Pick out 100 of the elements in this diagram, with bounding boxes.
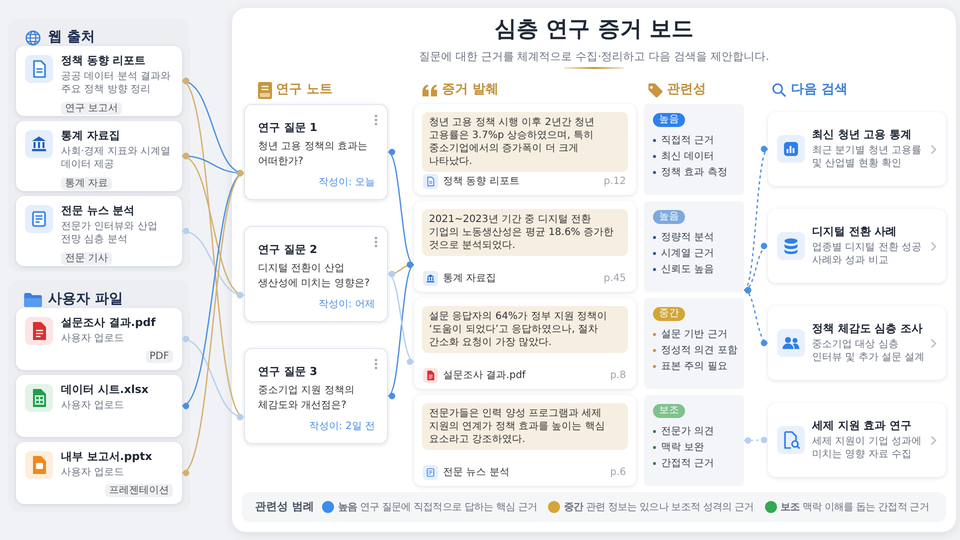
evidence-card <box>414 395 636 486</box>
search-title: 정책 체감도 심층 조사 <box>812 322 922 336</box>
page-number: p.6 <box>610 466 626 479</box>
bullet-item: 표본 주의 필요 <box>652 359 728 374</box>
group-panel <box>8 18 190 272</box>
category-tag: 전문 기사 <box>61 252 112 265</box>
search-card <box>768 112 946 186</box>
connector <box>182 336 244 420</box>
bullet-item: 최신 데이터 <box>652 149 714 164</box>
relevance-band <box>644 395 744 486</box>
file-card <box>16 308 182 370</box>
connector <box>388 272 414 363</box>
question-text: 디지털 전환이 산업 생산성에 미치는 영향은? <box>258 262 371 291</box>
evidence-card <box>414 201 636 292</box>
search-card <box>768 306 946 380</box>
upload-note: 사용자 업로드 <box>61 399 124 412</box>
subtitle: 질문에 대한 근거를 체계적으로 수집·정리하고 다음 검색을 제안합니다. <box>418 50 770 64</box>
file-name: 데이터 시트.xlsx <box>61 383 149 397</box>
category-tag: 통계 자료 <box>61 177 112 190</box>
connector <box>388 264 414 397</box>
source-card <box>16 121 182 191</box>
dashed-connector <box>744 436 768 444</box>
search-description: 중소기업 대상 심층 인터뷰 및 추가 설문 설계 <box>812 338 926 364</box>
legend-text: 중간 관련 정보는 있으나 보조적 성격의 근거 <box>564 500 754 514</box>
connector <box>182 172 244 474</box>
group-heading: 사용자 파일 <box>48 290 123 308</box>
source-name: 통계 자료집 <box>443 272 496 285</box>
dashed-connector <box>744 148 768 291</box>
question-text: 중소기업 지원 정책의 체감도와 개선점은? <box>258 384 356 413</box>
question-card <box>244 226 388 322</box>
question-card <box>244 104 388 200</box>
question-title: 연구 질문 1 <box>258 121 318 135</box>
bullet-item: 직접적 근거 <box>652 133 714 148</box>
group-panel <box>8 280 190 512</box>
question-title: 연구 질문 2 <box>258 243 318 257</box>
source-title: 정책 동향 리포트 <box>61 54 146 68</box>
relevance-band <box>644 104 744 195</box>
evidence-card <box>414 104 636 195</box>
quote-text: 설문 응답자의 64%가 정부 지원 정책이 ‘도움이 되었다’고 응답하였으나, 절차 간소화 요청이 가장 많았다. <box>422 306 628 353</box>
column-heading: 연구 노트 <box>276 81 333 99</box>
bullet-item: 정량적 분석 <box>652 230 714 245</box>
author-note: 작성이: 오늘 <box>318 176 375 189</box>
file-name: 설문조사 결과.pdf <box>61 316 156 330</box>
author-note: 작성이: 2일 전 <box>308 420 375 433</box>
relevance-tag: 높음 <box>653 113 685 127</box>
source-card <box>16 46 182 116</box>
category-tag: 연구 보고서 <box>61 102 122 115</box>
board-title: 심층 연구 증거 보드 <box>494 16 694 44</box>
quote-text: 청년 고용 정책 시행 이후 2년간 청년 고용률은 3.7%p 상승하였으며, 특히 중소기업에서의 증가폭이 더 크게 나타났다. <box>422 112 628 172</box>
search-description: 세제 지원이 기업 성과에 미치는 영향 자료 수집 <box>812 435 923 461</box>
legend-title: 관련성 범례 <box>255 500 314 514</box>
file-name: 내부 보고서.pptx <box>61 450 152 464</box>
group-heading: 웹 출처 <box>48 28 95 46</box>
source-name: 정책 동향 리포트 <box>443 175 520 188</box>
source-description: 공공 데이터 분석 결과와 주요 정책 방향 정리 <box>61 70 172 96</box>
page-number: p.8 <box>610 369 626 382</box>
bullet-item: 맥락 보완 <box>652 440 704 455</box>
page-number: p.12 <box>604 175 626 188</box>
relevance-band <box>644 201 744 292</box>
upload-note: 사용자 업로드 <box>61 466 124 479</box>
bullet-item: 설문 기반 근거 <box>652 327 728 342</box>
bullet-item: 정책 효과 측정 <box>652 165 728 180</box>
relevance-band <box>644 298 744 389</box>
legend-text: 보조 맥락 이해를 돕는 간접적 근거 <box>780 500 929 514</box>
question-text: 청년 고용 정책의 효과는 어떠한가? <box>258 140 369 169</box>
bullet-item: 간접적 근거 <box>652 456 714 471</box>
page-number: p.45 <box>604 272 626 285</box>
source-name: 설문조사 결과.pdf <box>443 369 526 382</box>
file-card <box>16 375 182 437</box>
relevance-tag: 높음 <box>653 210 685 224</box>
search-description: 최근 분기별 청년 고용률 및 산업별 현황 확인 <box>812 144 923 170</box>
search-title: 최신 청년 고용 통계 <box>812 128 912 142</box>
search-card <box>768 403 946 477</box>
relevance-tag: 중간 <box>653 307 685 321</box>
question-card <box>244 348 388 444</box>
legend-text: 높음 연구 질문에 직접적으로 답하는 핵심 근거 <box>338 500 538 514</box>
bullet-item: 전문가 의견 <box>652 424 714 439</box>
quote-text: 전문가들은 인력 양성 프로그램과 세제 지원의 연계가 정책 효과를 높이는 핵심 요소라고 강조하였다. <box>422 403 628 450</box>
file-card <box>16 442 182 504</box>
column-heading: 관련성 <box>667 81 706 99</box>
upload-note: 사용자 업로드 <box>61 332 124 345</box>
source-title: 전문 뉴스 분석 <box>61 204 135 218</box>
evidence-card <box>414 298 636 389</box>
relevance-tag: 보조 <box>653 404 685 418</box>
dashed-connector <box>744 288 768 345</box>
source-description: 전문가 인터뷰와 산업 전망 심층 분석 <box>61 220 158 246</box>
file-type-tag: 프레젠테이션 <box>105 484 173 497</box>
bullet-item: 정성적 의견 포함 <box>652 343 738 358</box>
search-description: 업종별 디지털 전환 성공 사례와 성과 비교 <box>812 241 923 267</box>
source-card <box>16 196 182 266</box>
column-heading: 증거 발췌 <box>442 81 499 99</box>
author-note: 작성이: 어제 <box>318 298 375 311</box>
search-title: 세제 지원 효과 연구 <box>812 419 912 433</box>
question-title: 연구 질문 3 <box>258 365 318 379</box>
quote-text: 2021~2023년 기간 중 디지털 전환 기업의 노동생산성은 평균 18.6% 증가한 것으로 분석되었다. <box>422 209 628 256</box>
source-description: 사회·경제 지표와 시계열 데이터 제공 <box>61 145 172 171</box>
column-heading: 다음 검색 <box>791 81 848 99</box>
source-name: 전문 뉴스 분석 <box>443 466 510 479</box>
connector <box>182 228 244 298</box>
file-type-tag: PDF <box>146 350 173 363</box>
